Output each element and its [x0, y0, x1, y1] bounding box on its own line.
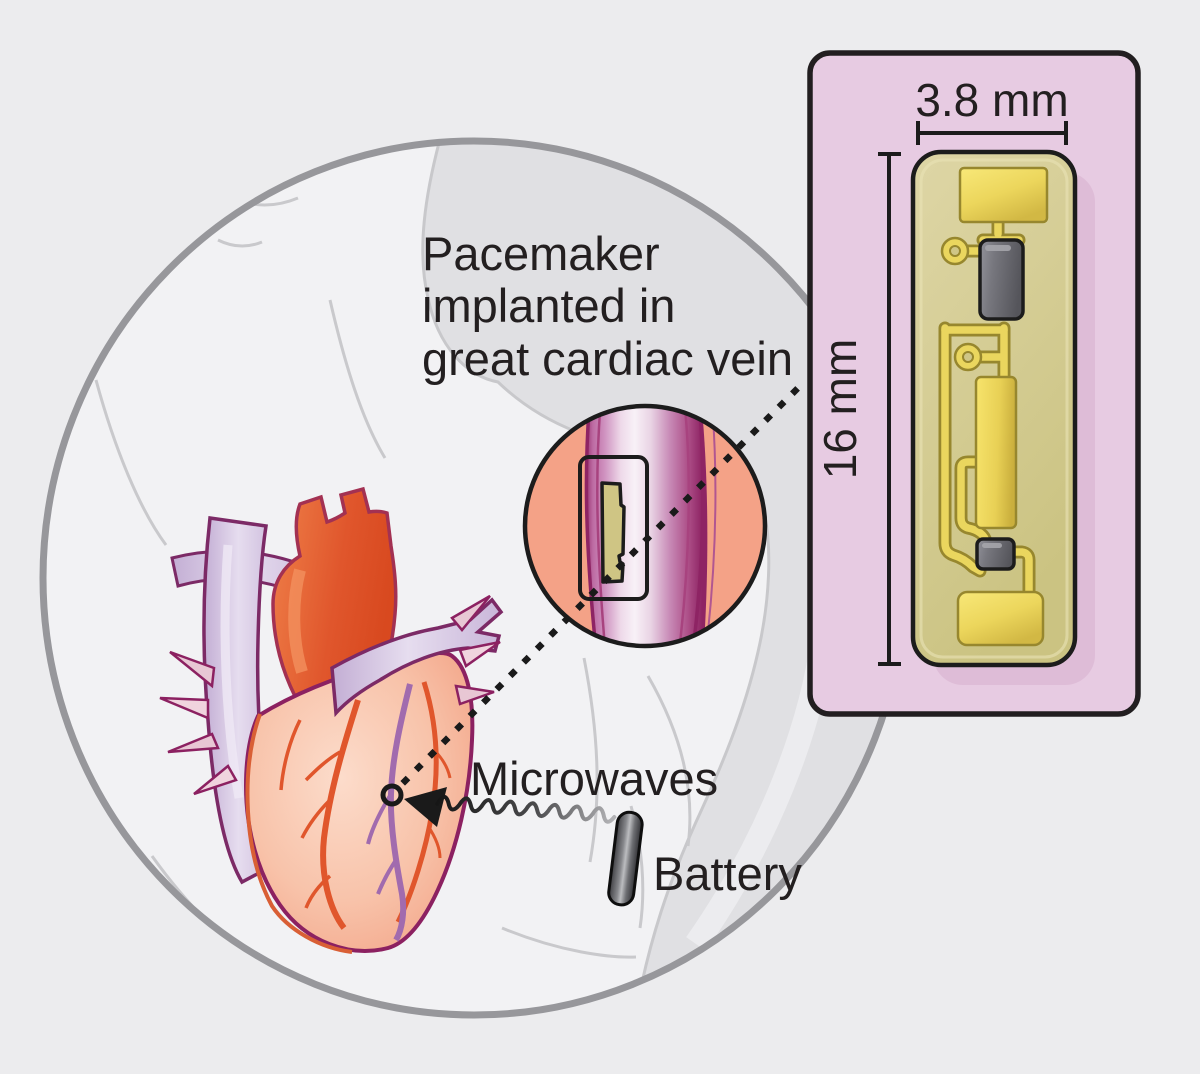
aorta-highlight [288, 568, 308, 674]
electrode-pad-bottom [956, 590, 1045, 647]
microwaves-label: Microwaves [470, 752, 718, 805]
substrate-highlight [919, 158, 1069, 659]
height-dimension-label: 16 mm [814, 339, 866, 480]
implant-site-marker [380, 783, 404, 807]
left-pulmonary-spikes [159, 650, 238, 796]
chip-components [975, 238, 1025, 571]
width-dimension-label: 3.8 mm [915, 74, 1068, 126]
callout-text: Pacemaker implanted in great cardiac vei… [422, 227, 793, 385]
implanted-pacemaker-chip [600, 481, 626, 584]
great-cardiac-vein [366, 683, 413, 942]
callout-line-2: implanted in [422, 279, 675, 332]
implant-window-outline [578, 455, 649, 601]
gold-strip-component [974, 375, 1018, 530]
right-pulmonary-spikes [450, 594, 501, 706]
svc-highlight [220, 544, 244, 799]
via-pads [940, 236, 983, 372]
microwave-squiggle [435, 794, 617, 824]
device-panel: 3.8 mm 16 mm [807, 50, 1141, 717]
heart-illustration [159, 486, 504, 954]
callout-line-1: Pacemaker [422, 227, 660, 280]
arrowhead-icon [404, 787, 447, 827]
heart-left-outline [245, 713, 353, 954]
vein-zoom-circle [522, 403, 768, 649]
antenna-pad-top [958, 166, 1049, 224]
callout-line-3: great cardiac vein [422, 332, 793, 385]
dimension-lines [878, 121, 1068, 666]
vein-circle-border [522, 403, 768, 649]
battery-label: Battery [653, 847, 802, 900]
battery-icon [607, 810, 644, 907]
dotted-callout-line [400, 374, 812, 786]
